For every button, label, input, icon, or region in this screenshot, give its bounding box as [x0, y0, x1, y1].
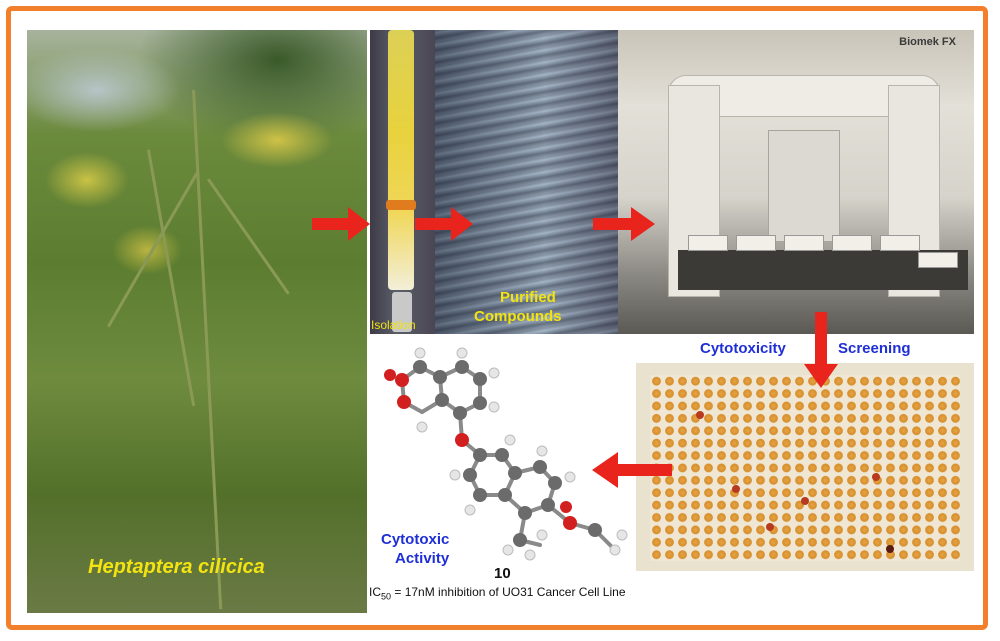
cytotoxicity-label: Cytotoxicity — [700, 340, 786, 357]
ic-text: = 17nM inhibition of UO31 Cancer Cell Li… — [394, 585, 626, 599]
activity-label: Activity — [395, 550, 450, 567]
well-grid — [650, 375, 960, 561]
molecule-structure-icon — [384, 347, 628, 561]
screening-label: Screening — [838, 340, 911, 357]
well-plate-photo — [636, 363, 974, 571]
purified-label-line1: Purified — [500, 289, 556, 306]
chromatography-tube — [388, 30, 414, 290]
column-clamp — [386, 200, 416, 210]
column-stand — [392, 292, 412, 332]
instrument-brand: Biomek FX — [899, 36, 956, 48]
plant-photo — [27, 30, 367, 613]
screening-robot-photo: Biomek FX — [618, 30, 974, 334]
down-arrow-icon — [804, 312, 838, 388]
robot-pipetting-head — [768, 130, 840, 242]
purified-label-line2: Compounds — [474, 308, 562, 325]
right-arrow-icon — [415, 207, 473, 241]
ic-subscript: 50 — [381, 591, 392, 602]
cytotoxic-label: Cytotoxic — [381, 531, 450, 548]
compound-rack-photo — [435, 30, 618, 334]
isolation-column-photo — [370, 30, 435, 334]
isolation-label: Isolation — [371, 318, 416, 332]
compound-number: 10 — [494, 565, 511, 582]
left-arrow-icon — [592, 452, 672, 488]
species-label: Heptaptera cilicica — [88, 556, 265, 578]
ic-prefix: IC — [369, 585, 381, 599]
ic50-statement: IC50 = 17nM inhibition of UO31 Cancer Ce… — [369, 585, 626, 601]
right-arrow-icon — [593, 207, 655, 241]
right-arrow-icon — [312, 207, 370, 241]
